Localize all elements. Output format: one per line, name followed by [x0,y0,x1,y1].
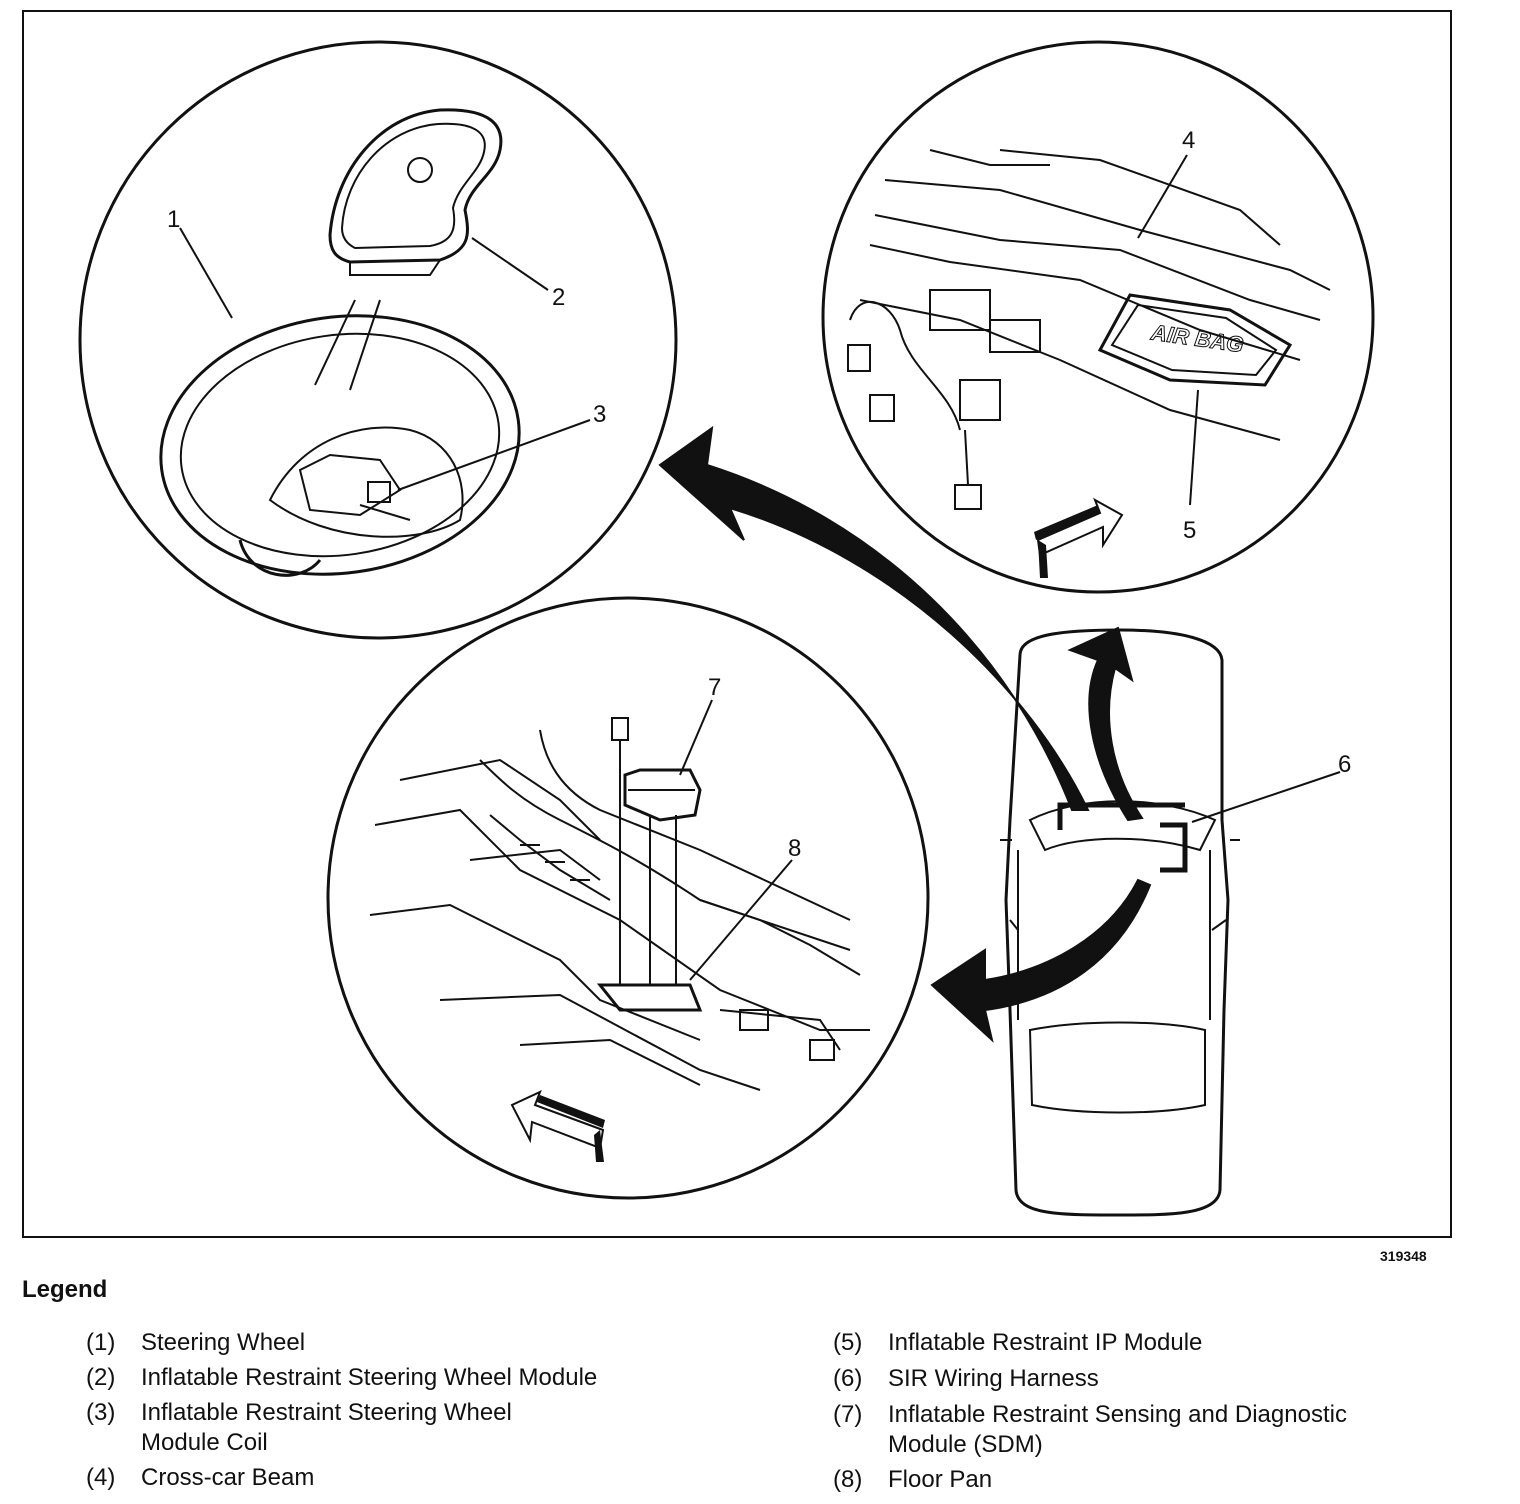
steering-wheel-detail-view [78,40,678,640]
legend-label: Floor Pan [888,1466,993,1493]
leader-lines-steering-view [179,227,591,491]
airbag-module-illustration [328,108,503,276]
legend-label: Inflatable Restraint Steering Wheel [141,1399,512,1426]
legend-number: (4) [86,1464,116,1491]
arrow-to-steering-view [658,425,1090,811]
callout-8: 8 [788,835,801,862]
callout-5: 5 [1183,517,1196,544]
legend-label: Inflatable Restraint IP Module [888,1329,1203,1356]
legend-label: Inflatable Restraint Sensing and Diagnos… [888,1401,1347,1428]
callout-7: 7 [708,674,721,701]
legend-item-2: (2) Inflatable Restraint Steering Wheel … [86,1363,597,1393]
legend-number: (1) [86,1329,116,1356]
legend-item-4: (4) Cross-car Beam [86,1463,314,1493]
callout-1: 1 [167,206,180,233]
callout-2: 2 [552,284,565,311]
forward-direction-arrow-ip-view [1034,497,1124,578]
sir-component-locator-diagram: AIR BAG [78,40,1375,1217]
sdm-module-illustration [596,717,703,1012]
leader-lines-floor-view [679,699,793,981]
legend-label-continued: Module (SDM) [888,1431,1043,1458]
legend-item-5: (5) Inflatable Restraint IP Module [833,1328,1202,1358]
legend-number: (5) [833,1329,863,1356]
legend-label: Cross-car Beam [141,1464,315,1491]
callout-3: 3 [593,401,606,428]
legend-label: Steering Wheel [141,1329,306,1356]
callout-6: 6 [1338,751,1351,778]
leader-line-harness [1191,771,1341,823]
callout-4: 4 [1182,127,1195,154]
arrow-to-floor-view [930,878,1152,1043]
legend-item-1: (1) Steering Wheel [86,1328,305,1358]
harness-connectors-floor [489,814,861,1061]
legend-number: (7) [833,1401,863,1428]
pointer-arrows [658,425,1152,1043]
sir-harness-highlight [1057,802,1188,873]
legend-item-8: (8) Floor Pan [833,1465,992,1495]
figure-number: 319348 [1380,1248,1427,1264]
legend-item-6: (6) SIR Wiring Harness [833,1364,1099,1394]
legend-number: (8) [833,1466,863,1493]
legend-number: (3) [86,1399,116,1426]
legend-label-continued: Module Coil [141,1429,268,1456]
legend-number: (6) [833,1365,863,1392]
legend-number: (2) [86,1364,116,1391]
forward-direction-arrow-floor-view [510,1090,605,1162]
arrow-to-ip-view [1067,626,1144,822]
callout-numbers: 1 2 3 4 5 6 7 8 [167,127,1351,862]
legend-label: Inflatable Restraint Steering Wheel Modu… [141,1364,598,1391]
sdm-floor-detail-view [326,596,930,1200]
diagram-frame [22,10,1452,1238]
ip-airbag-module-illustration [1097,293,1293,387]
cross-car-beam-illustration [847,149,1331,510]
leader-lines-ip-view [1137,154,1199,506]
legend-label: SIR Wiring Harness [888,1365,1099,1392]
legend-title: Legend [22,1276,108,1303]
legend-item-7: (7) Inflatable Restraint Sensing and Dia… [833,1400,1347,1460]
legend-item-3: (3) Inflatable Restraint Steering Wheel … [86,1398,512,1458]
instrument-panel-detail-view: AIR BAG [821,40,1375,594]
